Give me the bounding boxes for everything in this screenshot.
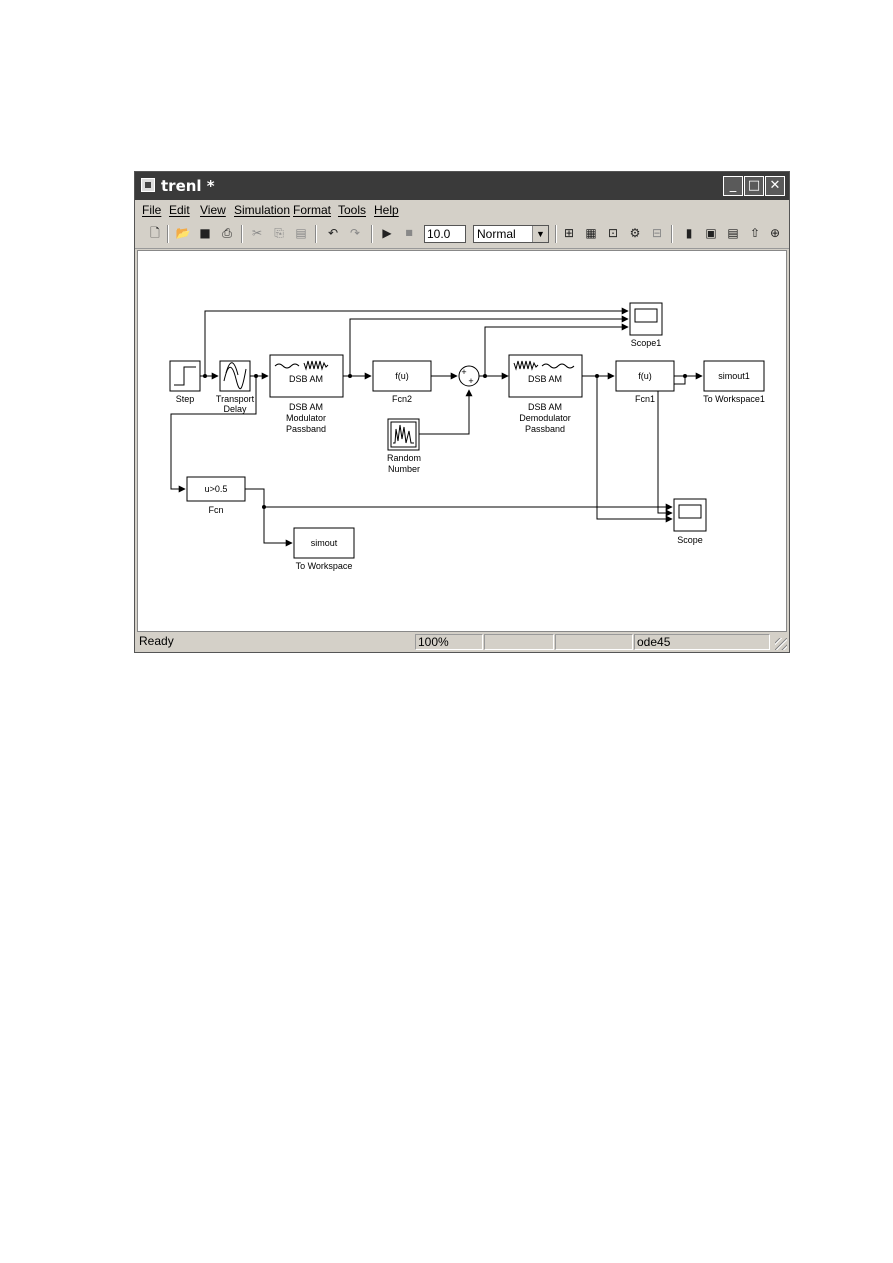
fcn1-block[interactable] (615, 360, 675, 392)
status-cell-empty-1 (484, 634, 554, 650)
sum-sign-1: + (461, 367, 466, 377)
up-arrow-icon[interactable]: ⇧ (749, 226, 761, 240)
fcn1-label: Fcn1 (635, 394, 655, 404)
menu-tools[interactable]: Tools (338, 203, 367, 217)
toolbar-separator (167, 225, 169, 243)
to-workspace-label: To Workspace (296, 561, 353, 571)
step-block[interactable] (169, 360, 201, 392)
menu-simulation[interactable]: Simulation (234, 203, 291, 217)
modulator-label-2: Modulator (286, 413, 326, 423)
step-label: Step (176, 394, 195, 404)
redo-icon[interactable]: ↷ (349, 226, 361, 240)
close-button[interactable]: ✕ (765, 176, 785, 196)
new-file-icon[interactable]: 🗋 (150, 226, 160, 240)
play-icon[interactable]: ▶ (382, 226, 392, 240)
fcn-block[interactable] (186, 476, 246, 502)
menu-file[interactable]: File (142, 203, 162, 217)
toolbar-separator (241, 225, 243, 243)
fcn2-block[interactable] (372, 360, 432, 392)
fcn2-text: f(u) (395, 371, 409, 381)
toolbar-separator (555, 225, 557, 243)
simout-text: simout (311, 538, 338, 548)
toolbar-separator (371, 225, 373, 243)
modulator-block[interactable] (269, 354, 344, 398)
globe-icon[interactable]: ⊕ (769, 226, 781, 240)
status-bar: Ready 100% ode45 (135, 632, 789, 652)
random-number-block[interactable] (387, 418, 420, 451)
demodulator-block[interactable] (508, 354, 583, 398)
scope1-label: Scope1 (631, 338, 662, 348)
random-number-label-1: Random (387, 453, 421, 463)
library-icon[interactable]: ▣ (705, 226, 717, 240)
save-icon[interactable]: ■ (199, 226, 211, 240)
zoom-level: 100% (415, 634, 483, 650)
random-number-label-2: Number (388, 464, 420, 474)
scope-label: Scope (677, 535, 703, 545)
stop-icon[interactable]: ■ (405, 228, 413, 237)
status-text: Ready (139, 634, 174, 648)
sum-block[interactable] (458, 365, 480, 387)
to-workspace1-label: To Workspace1 (703, 394, 765, 404)
menu-view[interactable]: View (200, 203, 226, 217)
simulation-mode-value: Normal (477, 227, 516, 241)
minimize-button[interactable]: _ (723, 176, 743, 196)
toolbar-separator (315, 225, 317, 243)
print-icon[interactable]: ⎙ (222, 226, 232, 240)
to-workspace1-block[interactable] (703, 360, 765, 392)
toolbar: 🗋 📂 ■ ⎙ ✂ ⎘ ▤ ↶ ↷ ▶ ■ 10.0 Normal ▼ ⊞ ▦ … (135, 220, 789, 249)
title-bar[interactable]: trenl * _ □ ✕ (135, 172, 789, 200)
modulator-label-1: DSB AM (289, 402, 323, 412)
maximize-button[interactable]: □ (744, 176, 764, 196)
demodulator-label-1: DSB AM (528, 402, 562, 412)
block-diagram: Step Transport Delay DSB AM DSB AM Modul… (169, 302, 765, 571)
chevron-down-icon[interactable]: ▼ (532, 226, 548, 242)
modulator-text: DSB AM (289, 374, 323, 384)
transport-delay-label-2: Delay (223, 404, 247, 414)
menu-edit[interactable]: Edit (169, 203, 190, 217)
demodulator-label-2: Demodulator (519, 413, 571, 423)
transport-delay-label-1: Transport (216, 394, 255, 404)
sum-sign-2: + (468, 376, 473, 386)
transport-delay-block[interactable] (219, 360, 251, 392)
copy-icon[interactable]: ⎘ (274, 226, 284, 240)
build-icon[interactable]: ⊟ (651, 226, 663, 240)
solver-name: ode45 (634, 634, 770, 650)
status-cell-empty-2 (555, 634, 633, 650)
to-workspace-block[interactable] (293, 527, 355, 559)
scope-block[interactable] (673, 498, 707, 532)
scope1-block[interactable] (629, 302, 663, 336)
toolbar-separator (671, 225, 673, 243)
simout1-text: simout1 (718, 371, 750, 381)
fcn-label: Fcn (208, 505, 223, 515)
open-icon[interactable]: 📂 (175, 226, 191, 240)
fcn2-label: Fcn2 (392, 394, 412, 404)
window-title: trenl * (161, 177, 215, 195)
simulink-model-icon (141, 178, 155, 192)
fcn1-text: f(u) (638, 371, 652, 381)
menu-bar: File Edit View Simulation Format Tools H… (135, 200, 789, 220)
simulink-window: trenl * _ □ ✕ File Edit View Simulation … (134, 171, 790, 653)
model-advisor-icon[interactable]: ⚙ (629, 226, 641, 240)
paste-icon[interactable]: ▤ (295, 226, 307, 240)
simulation-mode-select[interactable]: Normal ▼ (473, 225, 549, 243)
stop-time-input[interactable]: 10.0 (424, 225, 466, 243)
properties-icon[interactable]: ▤ (727, 226, 739, 240)
modulator-label-3: Passband (286, 424, 326, 434)
model-explorer-icon[interactable]: ▦ (585, 226, 597, 240)
resize-grip-icon[interactable] (775, 638, 787, 650)
cut-icon[interactable]: ✂ (251, 226, 263, 240)
demodulator-label-3: Passband (525, 424, 565, 434)
block-icon[interactable]: ▮ (685, 226, 693, 240)
menu-format[interactable]: Format (293, 203, 332, 217)
menu-help[interactable]: Help (374, 203, 399, 217)
fcn-text: u>0.5 (205, 484, 228, 494)
demodulator-text: DSB AM (528, 374, 562, 384)
model-canvas[interactable]: Step Transport Delay DSB AM DSB AM Modul… (137, 250, 787, 632)
debugger-icon[interactable]: ⊡ (607, 226, 619, 240)
library-browser-icon[interactable]: ⊞ (563, 226, 575, 240)
undo-icon[interactable]: ↶ (327, 226, 339, 240)
